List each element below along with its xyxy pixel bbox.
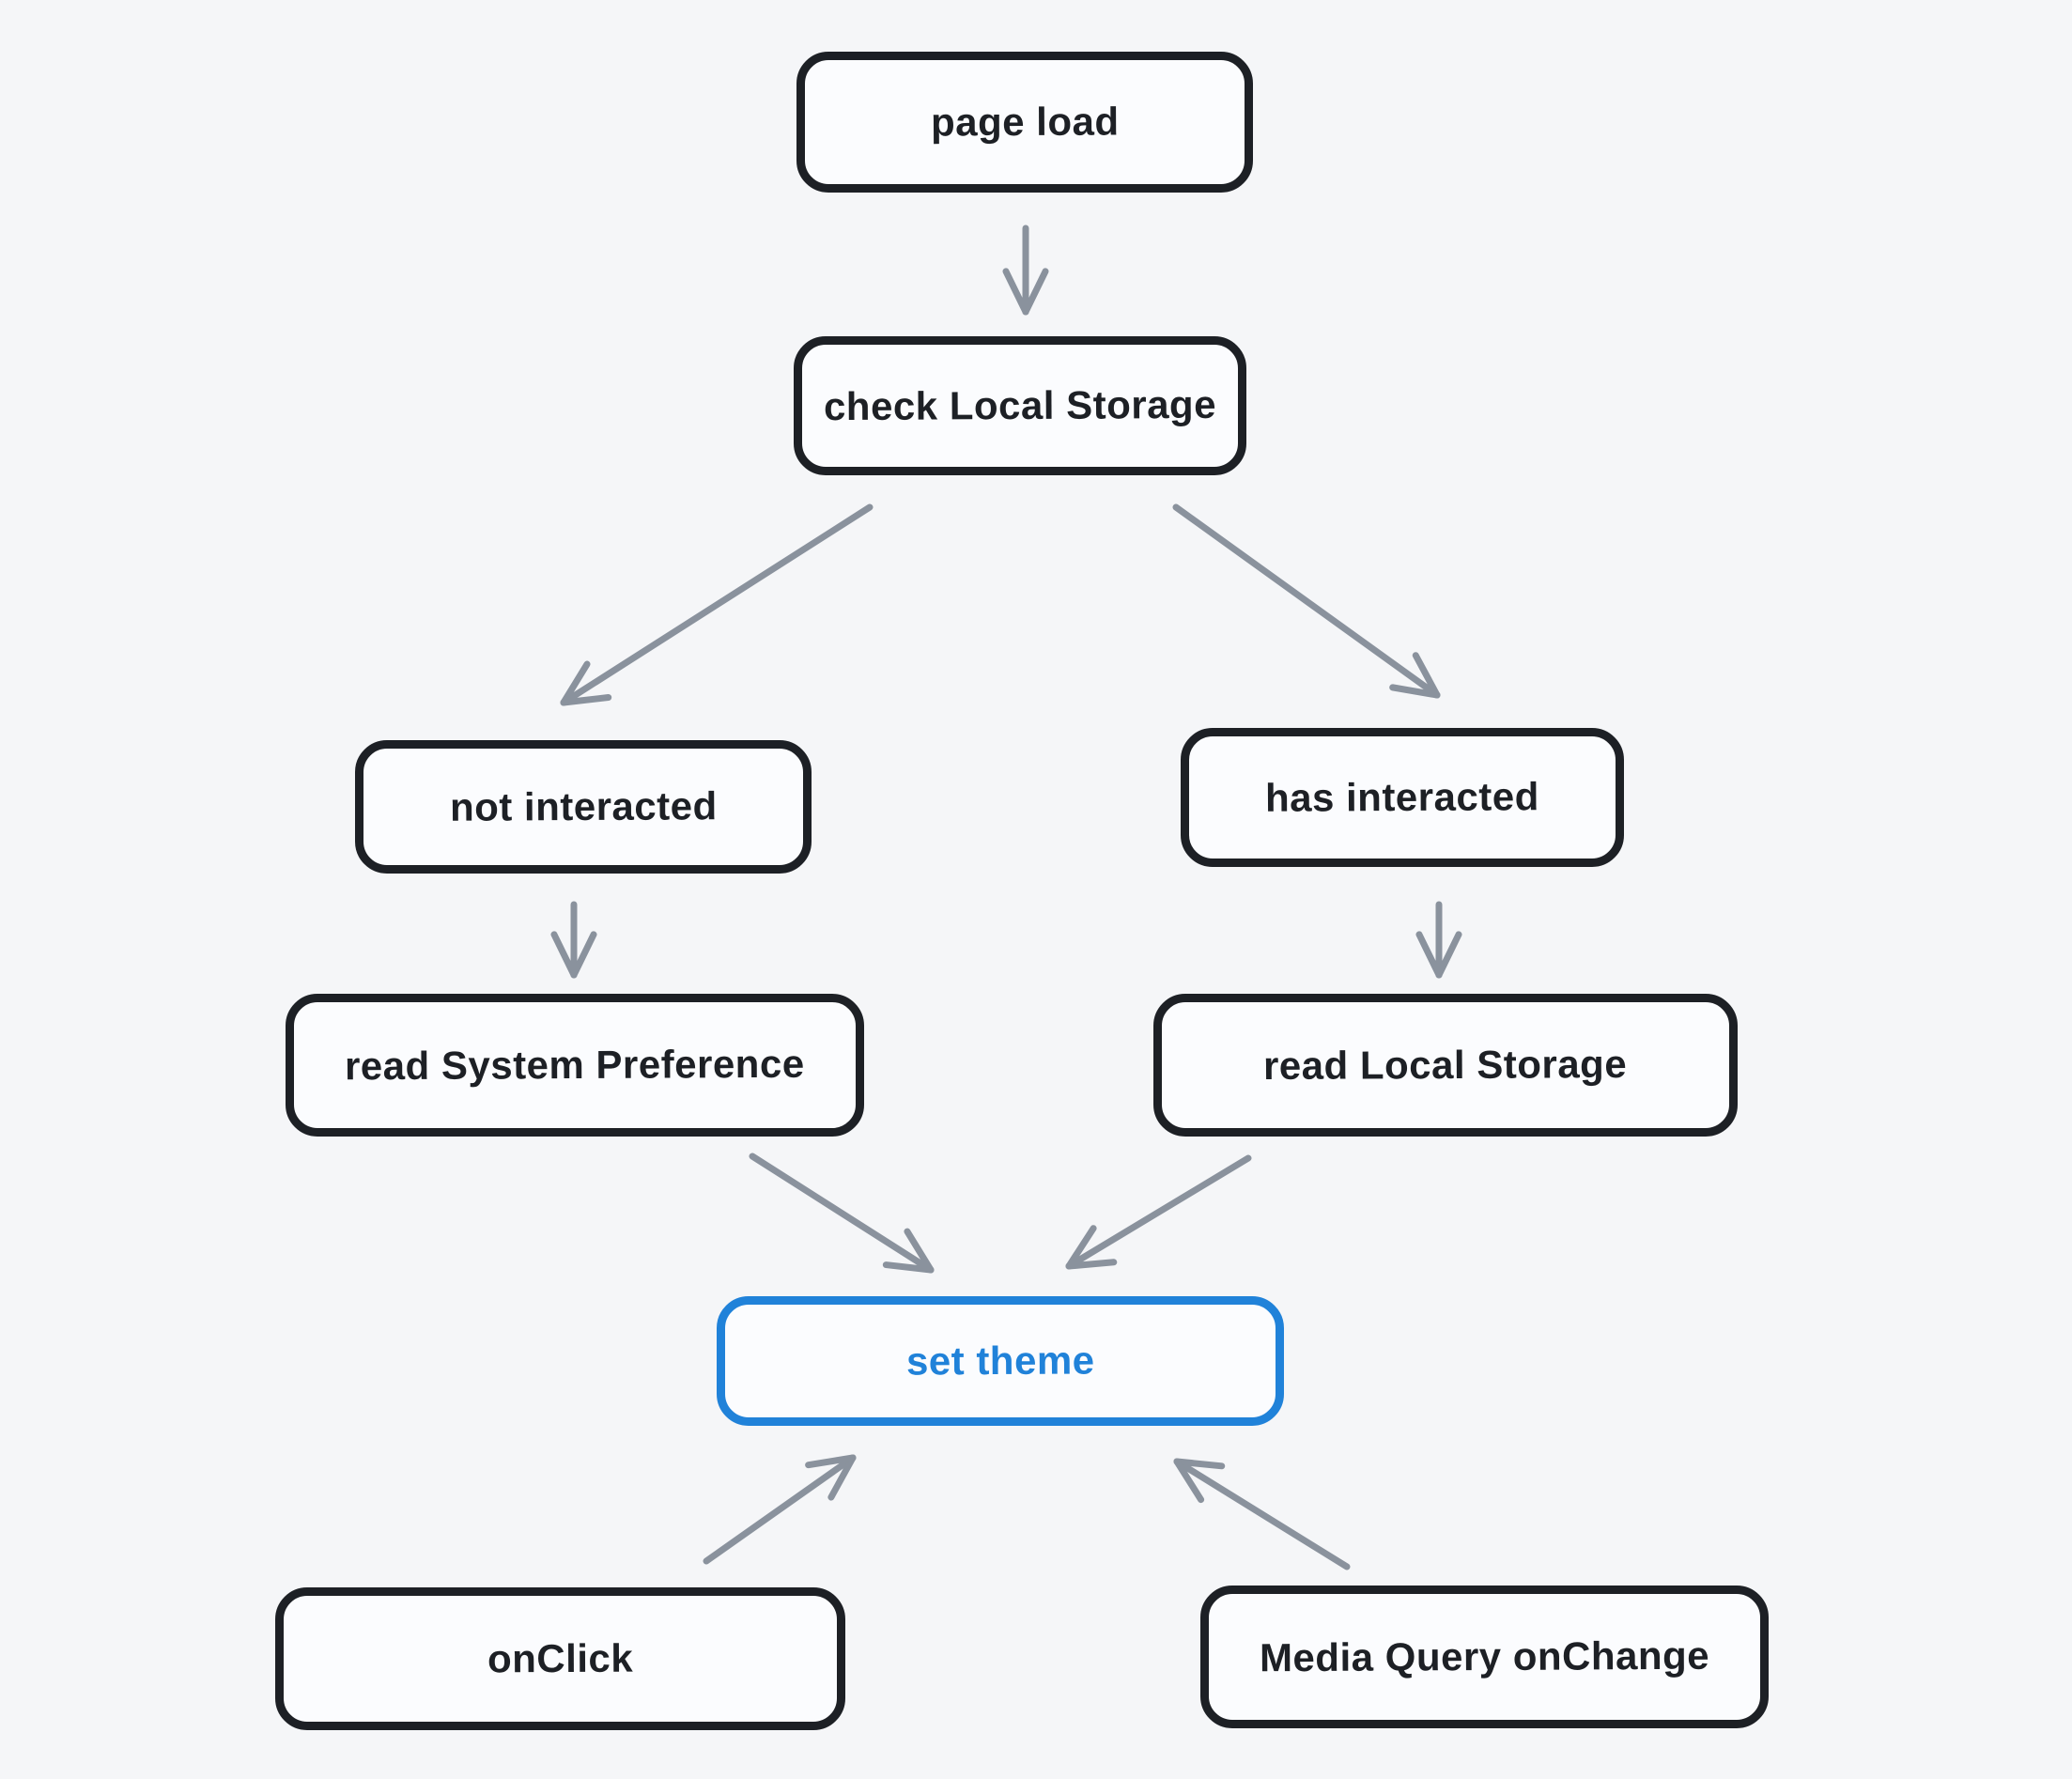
node-has-interacted[interactable]: has interacted [1181,728,1624,867]
node-media-query-onchange[interactable]: Media Query onChange [1200,1586,1769,1728]
arrowhead-wing [560,660,591,706]
arrow-check-local-storage-to-not-interacted[interactable] [560,503,874,706]
arrowhead-wing [1065,1259,1118,1270]
arrow-not-interacted-to-read-system-preference[interactable] [550,901,597,979]
arrow-has-interacted-to-read-local-storage[interactable] [1415,901,1462,979]
arrowhead-wing [1002,268,1029,316]
arrowhead-wing [827,1454,857,1501]
node-read-system-preference[interactable]: read System Preference [286,994,864,1137]
arrow-onclick-to-set-theme[interactable] [703,1454,857,1565]
node-label-set-theme: set theme [905,1338,1095,1384]
arrow-read-system-preference-to-set-theme[interactable] [749,1152,935,1274]
arrow-page-load-to-check-local-storage[interactable] [1002,224,1049,316]
node-page-load[interactable]: page load [796,52,1253,193]
node-not-interacted[interactable]: not interacted [355,740,812,874]
node-label-check-local-storage: check Local Storage [823,381,1217,429]
node-label-read-system-preference: read System Preference [345,1041,805,1089]
arrowhead-wing [1412,652,1441,699]
node-label-page-load: page load [930,99,1120,145]
node-label-read-local-storage: read Local Storage [1263,1041,1628,1089]
arrowhead-wing [1435,931,1462,979]
arrowhead-wing [904,1228,935,1274]
arrowhead-wing [1065,1225,1097,1270]
node-label-has-interacted: has interacted [1264,774,1540,820]
node-check-local-storage[interactable]: check Local Storage [794,336,1246,475]
arrowhead-wing [1173,1458,1205,1504]
arrowhead-wing [1415,931,1443,979]
arrowhead-wing [882,1261,935,1274]
arrow-media-query-onchange-to-set-theme[interactable] [1173,1458,1351,1570]
arrowhead-wing [1389,684,1441,699]
node-label-not-interacted: not interacted [449,783,718,829]
node-set-theme[interactable]: set theme [717,1296,1284,1426]
arrowhead-wing [560,694,612,706]
node-read-local-storage[interactable]: read Local Storage [1153,994,1738,1137]
node-label-media-query-onchange: Media Query onChange [1259,1632,1710,1680]
arrow-check-local-storage-to-has-interacted[interactable] [1172,503,1441,699]
node-label-onclick: onClick [487,1635,634,1681]
arrowhead-wing [550,931,578,979]
arrowhead-wing [1022,268,1049,316]
arrowhead-wing [805,1454,857,1469]
arrowhead-wing [570,931,597,979]
node-onclick[interactable]: onClick [275,1587,845,1730]
arrowhead-wing [1173,1458,1226,1470]
arrow-read-local-storage-to-set-theme[interactable] [1065,1154,1252,1270]
